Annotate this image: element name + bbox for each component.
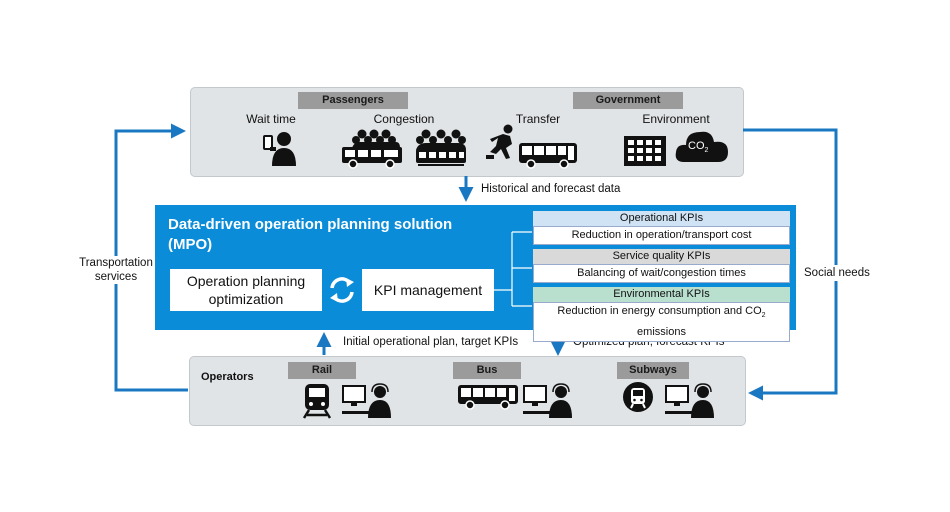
optimization-line2: optimization xyxy=(208,291,284,307)
crowded-train-icon xyxy=(416,129,466,166)
service-quality-kpis-body: Balancing of wait/congestion times xyxy=(533,264,790,283)
mpo-title: Data-driven operation planning solution … xyxy=(168,215,452,255)
transportation-services-line1: Transportation xyxy=(79,257,153,269)
environment-label: Environment xyxy=(642,112,710,126)
passengers-tag: Passengers xyxy=(298,92,408,109)
bus-operator-workstation-icon xyxy=(523,383,572,418)
rail-tag: Rail xyxy=(288,362,356,379)
subway-icon xyxy=(623,382,653,412)
operational-kpis-header: Operational KPIs xyxy=(533,211,790,226)
mpo-title-line2: (MPO) xyxy=(168,236,213,253)
co2-cloud-icon xyxy=(675,131,728,162)
environmental-kpis-header: Environmental KPIs xyxy=(533,287,790,302)
train-icon xyxy=(302,384,332,419)
environmental-body-sub: 2 xyxy=(761,312,766,320)
co2-subscript: 2 xyxy=(704,147,709,155)
transportation-services-line2: services xyxy=(94,271,138,283)
kpi-bracket xyxy=(494,231,532,307)
running-person-icon xyxy=(486,124,513,159)
historical-data-label: Historical and forecast data xyxy=(481,183,621,195)
mpo-title-line1: Data-driven operation planning solution xyxy=(168,216,453,233)
subways-tag: Subways xyxy=(617,362,689,379)
kpi-management-box: KPI management xyxy=(362,269,494,311)
operator-bus-icon xyxy=(458,385,518,410)
service-quality-kpis-header: Service quality KPIs xyxy=(533,249,790,264)
initial-plan-label: Initial operational plan, target KPIs xyxy=(343,336,519,348)
cycle-arrows-icon xyxy=(330,277,354,303)
bus-tag: Bus xyxy=(453,362,521,379)
service-quality-kpis-group: Service quality KPIs Balancing of wait/c… xyxy=(533,249,790,283)
environmental-kpis-body: Reduction in energy consumption and CO2 … xyxy=(533,302,790,343)
optimization-line1: Operation planning xyxy=(186,273,306,289)
environmental-kpis-group: Environmental KPIs Reduction in energy c… xyxy=(533,287,790,343)
person-with-phone-icon xyxy=(263,132,296,166)
government-tag: Government xyxy=(573,92,683,109)
co2-main-text: CO xyxy=(688,140,705,152)
co2-text: CO2 xyxy=(688,140,708,157)
bus-icon xyxy=(519,143,577,169)
rail-operator-workstation-icon xyxy=(342,383,391,418)
environmental-body-pre: Reduction in energy consumption and CO xyxy=(557,305,762,317)
operational-kpis-group: Operational KPIs Reduction in operation/… xyxy=(533,211,790,245)
wait-time-label: Wait time xyxy=(246,112,296,126)
operational-kpis-body: Reduction in operation/transport cost xyxy=(533,226,790,245)
crowded-bus-icon xyxy=(342,129,402,169)
transfer-label: Transfer xyxy=(515,112,561,126)
social-needs-arrow xyxy=(743,128,838,401)
transportation-services-label: Transportation services xyxy=(68,256,164,284)
building-icon xyxy=(624,136,666,166)
operation-planning-optimization-box: Operation planning optimization xyxy=(170,269,322,311)
congestion-label: Congestion xyxy=(373,112,435,126)
subway-operator-workstation-icon xyxy=(665,383,714,418)
social-needs-label: Social needs xyxy=(800,265,874,281)
environmental-body-post: emissions xyxy=(637,326,686,339)
operators-label: Operators xyxy=(201,371,254,383)
